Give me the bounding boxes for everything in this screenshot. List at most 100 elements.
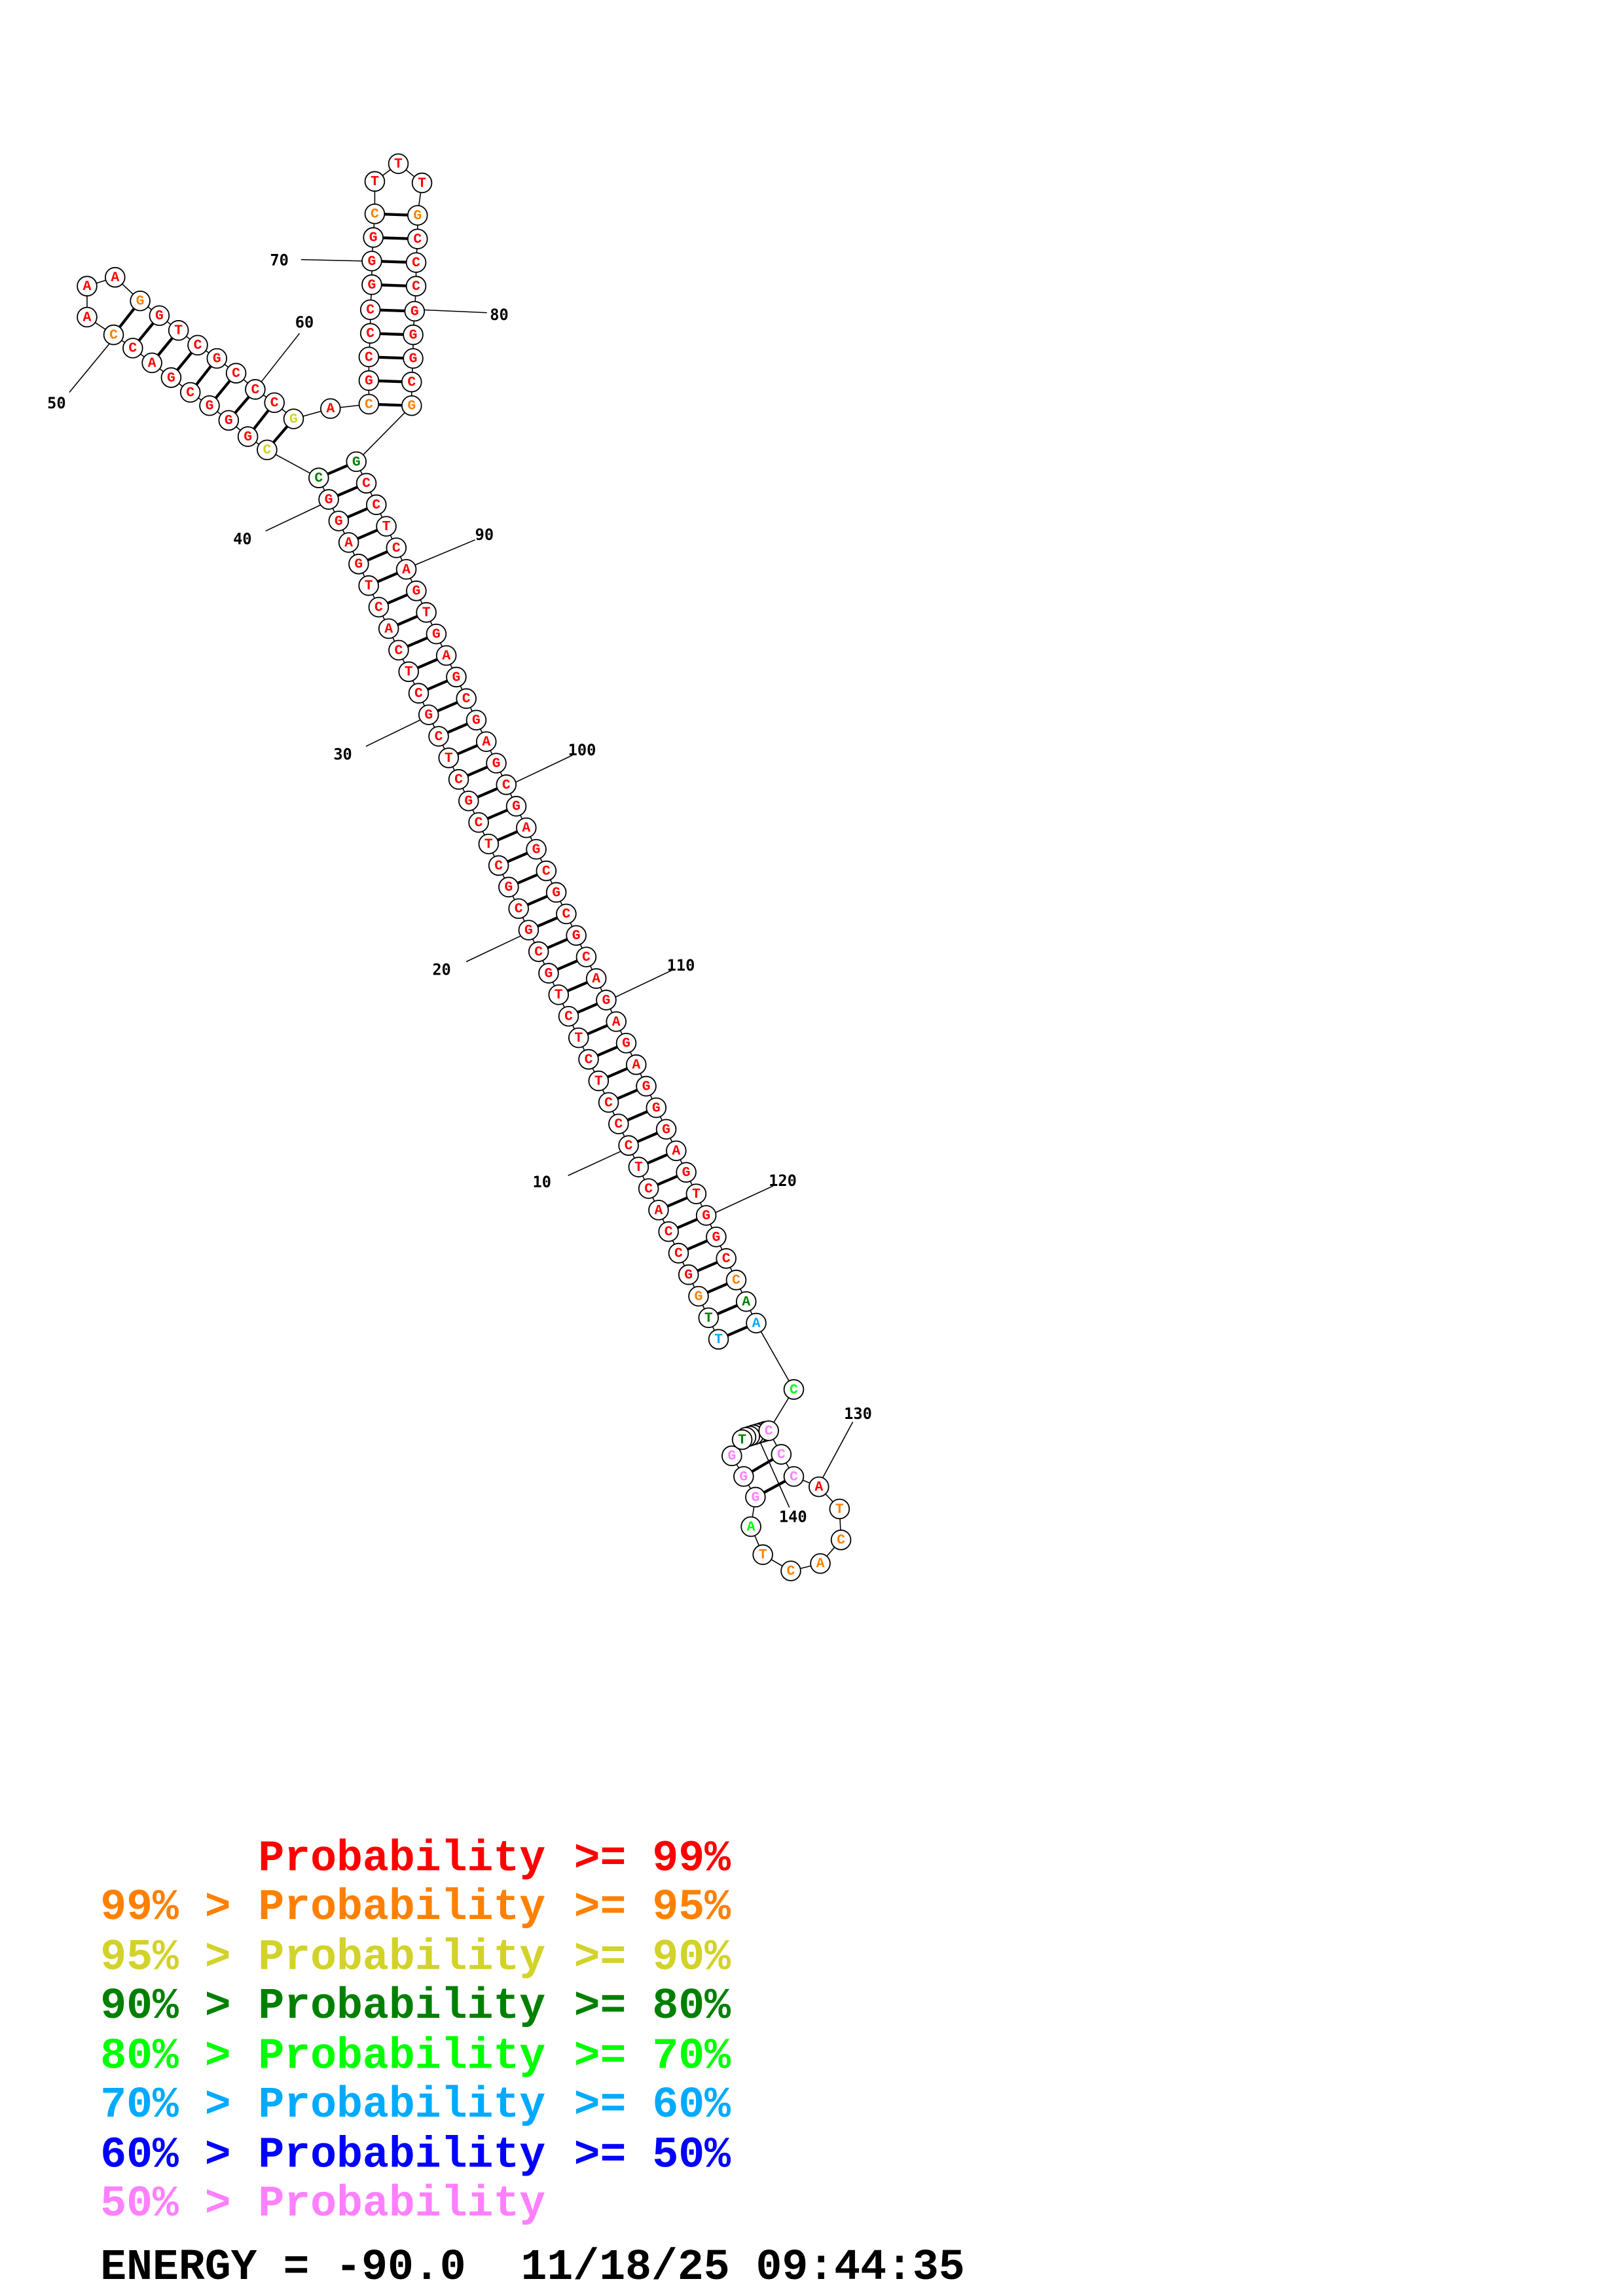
nucleotide-circle [361, 251, 382, 272]
nucleotide-base: C [777, 1447, 786, 1463]
probability-legend: Probability>= 99%99% >Probability>= 95%9… [100, 1835, 731, 2229]
nucleotide: C [187, 334, 208, 356]
legend-label: Probability [258, 1835, 545, 1884]
nucleotide-circle [435, 645, 457, 666]
nucleotide-base: G [572, 928, 581, 944]
nucleotide: C [488, 855, 509, 876]
nucleotide: C [225, 363, 247, 384]
nucleotide-base: A [632, 1058, 640, 1073]
nucleotide: T [548, 984, 570, 1005]
legend-prefix: 80% > [100, 2032, 230, 2081]
nucleotide: C [264, 392, 285, 414]
nucleotide: A [475, 731, 497, 752]
nucleotide-base: A [654, 1203, 663, 1219]
nucleotide-circle [395, 559, 417, 580]
nucleotide-circle [771, 1444, 792, 1465]
nucleotide: G [646, 1097, 667, 1119]
nucleotide-circle [386, 537, 407, 558]
nucleotide-circle [733, 1466, 754, 1487]
nucleotide-base: C [365, 397, 373, 412]
nucleotide-base: C [263, 442, 271, 458]
nucleotide-base: C [128, 341, 137, 357]
nucleotide: T [358, 575, 379, 596]
nucleotide-base: C [502, 778, 511, 793]
position-label-leader [265, 504, 322, 532]
nucleotide-base: C [435, 729, 443, 745]
position-label-leader [513, 755, 573, 784]
nucleotide-base: G [545, 966, 553, 982]
nucleotide: A [746, 1312, 767, 1334]
nucleotide: A [735, 1291, 757, 1312]
nucleotide-base: G [413, 208, 422, 224]
nucleotide-base: C [722, 1251, 731, 1267]
legend-suffix: >= 95% [574, 1883, 731, 1932]
nucleotide-base: T [422, 605, 431, 621]
nucleotide-circle [615, 1032, 637, 1054]
nucleotide: G [636, 1075, 657, 1097]
nucleotide-circle [406, 581, 427, 601]
legend-label: Probability [258, 2131, 545, 2180]
nucleotide: G [465, 709, 487, 730]
nucleotide-base: G [155, 308, 164, 324]
nucleotide-base: G [524, 923, 533, 939]
nucleotide-base: G [206, 399, 214, 414]
nucleotide-circle [575, 946, 597, 967]
nucleotide-circle [678, 1264, 699, 1285]
nucleotide-circle [648, 1200, 669, 1221]
legend-prefix: 95% > [100, 1933, 230, 1982]
legend-row: 90% >Probability>= 80% [100, 1982, 731, 2031]
nucleotide: A [648, 1200, 669, 1221]
nucleotide-base: G [464, 794, 473, 810]
nucleotide-circle [465, 709, 487, 730]
nucleotide-base: C [562, 906, 570, 922]
nucleotide-circle [716, 1248, 737, 1269]
nucleotide-base: A [592, 971, 600, 987]
nucleotide: C [771, 1444, 792, 1465]
nucleotide-base: C [790, 1469, 798, 1485]
nucleotide: A [105, 266, 126, 288]
nucleotide-circle [356, 473, 377, 494]
legend-suffix: >= 99% [574, 1835, 731, 1884]
nucleotide: G [318, 489, 339, 510]
nucleotide: T [829, 1498, 850, 1520]
nucleotide-base: C [413, 232, 422, 247]
nucleotide: G [348, 554, 369, 575]
nucleotide-base: A [747, 1519, 756, 1535]
nucleotide-base: A [752, 1316, 761, 1331]
nucleotide: T [411, 172, 433, 194]
position-label-leader [365, 719, 421, 747]
nucleotide-base: G [136, 294, 145, 310]
position-label-leader [411, 539, 475, 567]
nucleotide-base: G [369, 230, 378, 246]
nucleotide-circle [658, 1221, 679, 1242]
nucleotide: T [628, 1157, 649, 1177]
nucleotide: T [588, 1070, 610, 1092]
nucleotide-circle [752, 1544, 773, 1566]
nucleotide-base: G [512, 799, 520, 815]
legend-label: Probability [258, 1883, 545, 1932]
nucleotide-base: T [365, 579, 373, 594]
nucleotide-base: G [213, 351, 221, 367]
nucleotide: C [356, 473, 377, 494]
nucleotide-base: G [602, 993, 611, 1009]
nucleotide-circle [438, 747, 460, 768]
position-label: 130 [844, 1405, 872, 1423]
nucleotide-base: C [494, 858, 503, 874]
nucleotide-base: T [738, 1432, 746, 1448]
nucleotide-base: G [409, 327, 418, 343]
nucleotide-base: A [384, 621, 393, 637]
nucleotide: A [606, 1011, 627, 1032]
nucleotide: C [608, 1113, 629, 1135]
nucleotide: G [695, 1205, 717, 1226]
nucleotide-circle [608, 1113, 629, 1135]
nucleotide: C [556, 903, 577, 925]
nucleotide-circle [103, 324, 124, 346]
position-label: 50 [47, 394, 66, 412]
nucleotide-base: T [484, 836, 493, 852]
nucleotide: C [122, 338, 143, 359]
nucleotide: T [168, 320, 189, 341]
nucleotide-base: C [392, 541, 401, 556]
nucleotide: G [545, 882, 567, 903]
nucleotide-base: T [394, 156, 403, 172]
nucleotide: G [403, 348, 424, 369]
